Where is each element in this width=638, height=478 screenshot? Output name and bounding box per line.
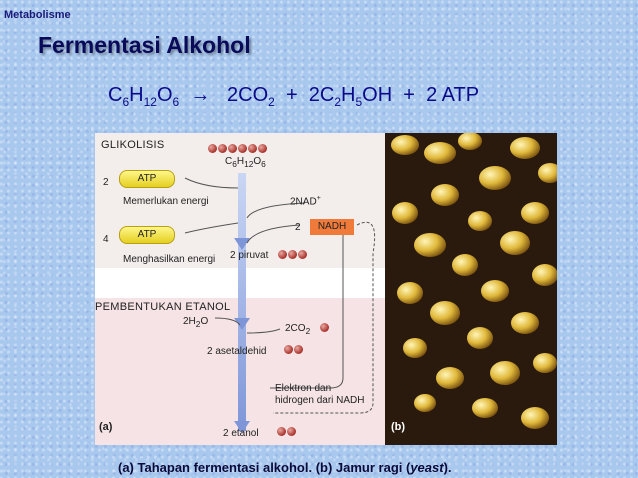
fermentation-figure: GLIKOLISIS C6H12O6 2 ATP Memerlukan ener… <box>95 133 557 445</box>
energy-required-label: Memerlukan energi <box>123 196 209 207</box>
eq-c: C <box>108 84 123 106</box>
pathway-diagram: GLIKOLISIS C6H12O6 2 ATP Memerlukan ener… <box>95 133 385 445</box>
energy-produced-label: Menghasilkan energi <box>123 254 216 265</box>
nadh-count: 2 <box>295 222 301 233</box>
pyruvate-label: 2 piruvat <box>230 250 269 261</box>
electron-label-line1: Elektron dan <box>275 383 332 394</box>
pathway-arrows <box>184 173 376 433</box>
glikolisis-header: GLIKOLISIS <box>101 139 165 151</box>
molecule-icon <box>298 250 307 259</box>
atp-capsule: ATP <box>119 226 175 244</box>
co2-label: 2CO2 <box>285 323 311 336</box>
atp-cost-count: 2 <box>103 177 109 188</box>
molecule-icon <box>287 427 296 436</box>
reaction-arrow: → <box>190 84 211 106</box>
acetaldehyde-label: 2 asetaldehid <box>207 346 267 357</box>
molecule-icon <box>238 144 247 153</box>
molecule-icon <box>294 345 303 354</box>
ethanol-label: 2 etanol <box>223 428 259 439</box>
atp-capsule: ATP <box>119 170 175 188</box>
molecule-icon <box>208 144 217 153</box>
electron-label-line2: hidrogen dari NADH <box>275 395 365 406</box>
fermentation-equation: C6H12O6 → 2CO2 + 2C2H5OH + 2 ATP <box>108 84 480 109</box>
water-label: 2H2O <box>183 316 209 329</box>
molecule-icon <box>320 323 329 332</box>
molecule-icon <box>278 250 287 259</box>
molecule-icon <box>258 144 267 153</box>
molecule-icon <box>277 427 286 436</box>
atp-yield-count: 4 <box>103 234 109 245</box>
molecule-icon <box>248 144 257 153</box>
figure-caption: (a) Tahapan fermentasi alkohol. (b) Jamu… <box>118 460 452 475</box>
molecule-icon <box>284 345 293 354</box>
slide-title: Fermentasi Alkohol <box>38 32 251 58</box>
panel-a-label: (a) <box>99 421 113 433</box>
section-label: Metabolisme <box>4 9 71 21</box>
molecule-icon <box>228 144 237 153</box>
molecule-icon <box>288 250 297 259</box>
nad-label: 2NAD+ <box>290 195 321 208</box>
nadh-box: NADH <box>310 219 354 235</box>
panel-b-label: (b) <box>391 421 406 433</box>
glucose-label: C6H12O6 <box>225 156 266 169</box>
molecule-icon <box>218 144 227 153</box>
ethanol-formation-header: PEMBENTUKAN ETANOL <box>95 301 231 313</box>
yeast-micrograph: (b) <box>385 133 557 445</box>
yeast-cells <box>385 133 557 445</box>
